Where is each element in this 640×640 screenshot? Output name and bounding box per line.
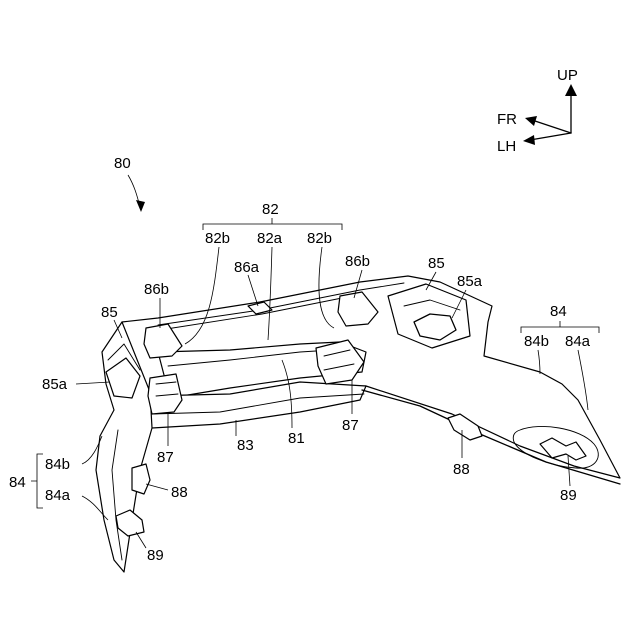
label-81: 81: [288, 430, 305, 447]
bracket-82: [203, 218, 342, 230]
label-86b-left: 86b: [144, 281, 169, 298]
label-82b-left: 82b: [205, 230, 230, 247]
fr-axis-line: [532, 120, 571, 133]
leader-84b-right: [538, 350, 540, 374]
leader-85a-left: [76, 382, 110, 384]
assembly-reference: 80: [114, 155, 145, 212]
leader-88-left: [146, 484, 168, 490]
label-86a: 86a: [234, 259, 260, 276]
fr-arrowhead: [525, 116, 537, 126]
label-84b-right: 84b: [524, 333, 549, 350]
lh-arrowhead: [523, 135, 535, 145]
fr-label: FR: [497, 111, 517, 128]
leader-89-left: [136, 532, 146, 548]
label-85-right: 85: [428, 255, 445, 272]
label-84a-left: 84a: [45, 487, 71, 504]
up-arrowhead: [565, 84, 577, 96]
label-84b-left: 84b: [45, 456, 70, 473]
label-88-left: 88: [171, 484, 188, 501]
leader-84a-right: [578, 350, 588, 410]
label-84-left: 84: [9, 474, 26, 491]
orientation-axes: UP FR LH: [497, 67, 578, 155]
label-84-right: 84: [550, 303, 567, 320]
label-82b-right: 82b: [307, 230, 332, 247]
arrowhead-80: [136, 200, 145, 212]
label-82: 82: [262, 201, 279, 218]
bracket-84-right: [521, 321, 599, 333]
label-85a-left: 85a: [42, 376, 68, 393]
up-label: UP: [557, 67, 578, 84]
bracket-84-left: [31, 454, 43, 508]
lh-label: LH: [497, 138, 516, 155]
label-89-left: 89: [147, 547, 164, 564]
label-87-left: 87: [157, 449, 174, 466]
label-88-right: 88: [453, 461, 470, 478]
left-clip-88: [132, 464, 150, 494]
label-84a-right: 84a: [565, 333, 591, 350]
label-89-right: 89: [560, 487, 577, 504]
label-83: 83: [237, 437, 254, 454]
label-86b-right: 86b: [345, 253, 370, 270]
leader-86a: [248, 275, 258, 306]
label-82a: 82a: [257, 230, 283, 247]
lh-axis-line: [530, 133, 571, 140]
label-85a-right: 85a: [457, 273, 483, 290]
label-85-left: 85: [101, 304, 118, 321]
label-87-right: 87: [342, 417, 359, 434]
label-80: 80: [114, 155, 131, 172]
